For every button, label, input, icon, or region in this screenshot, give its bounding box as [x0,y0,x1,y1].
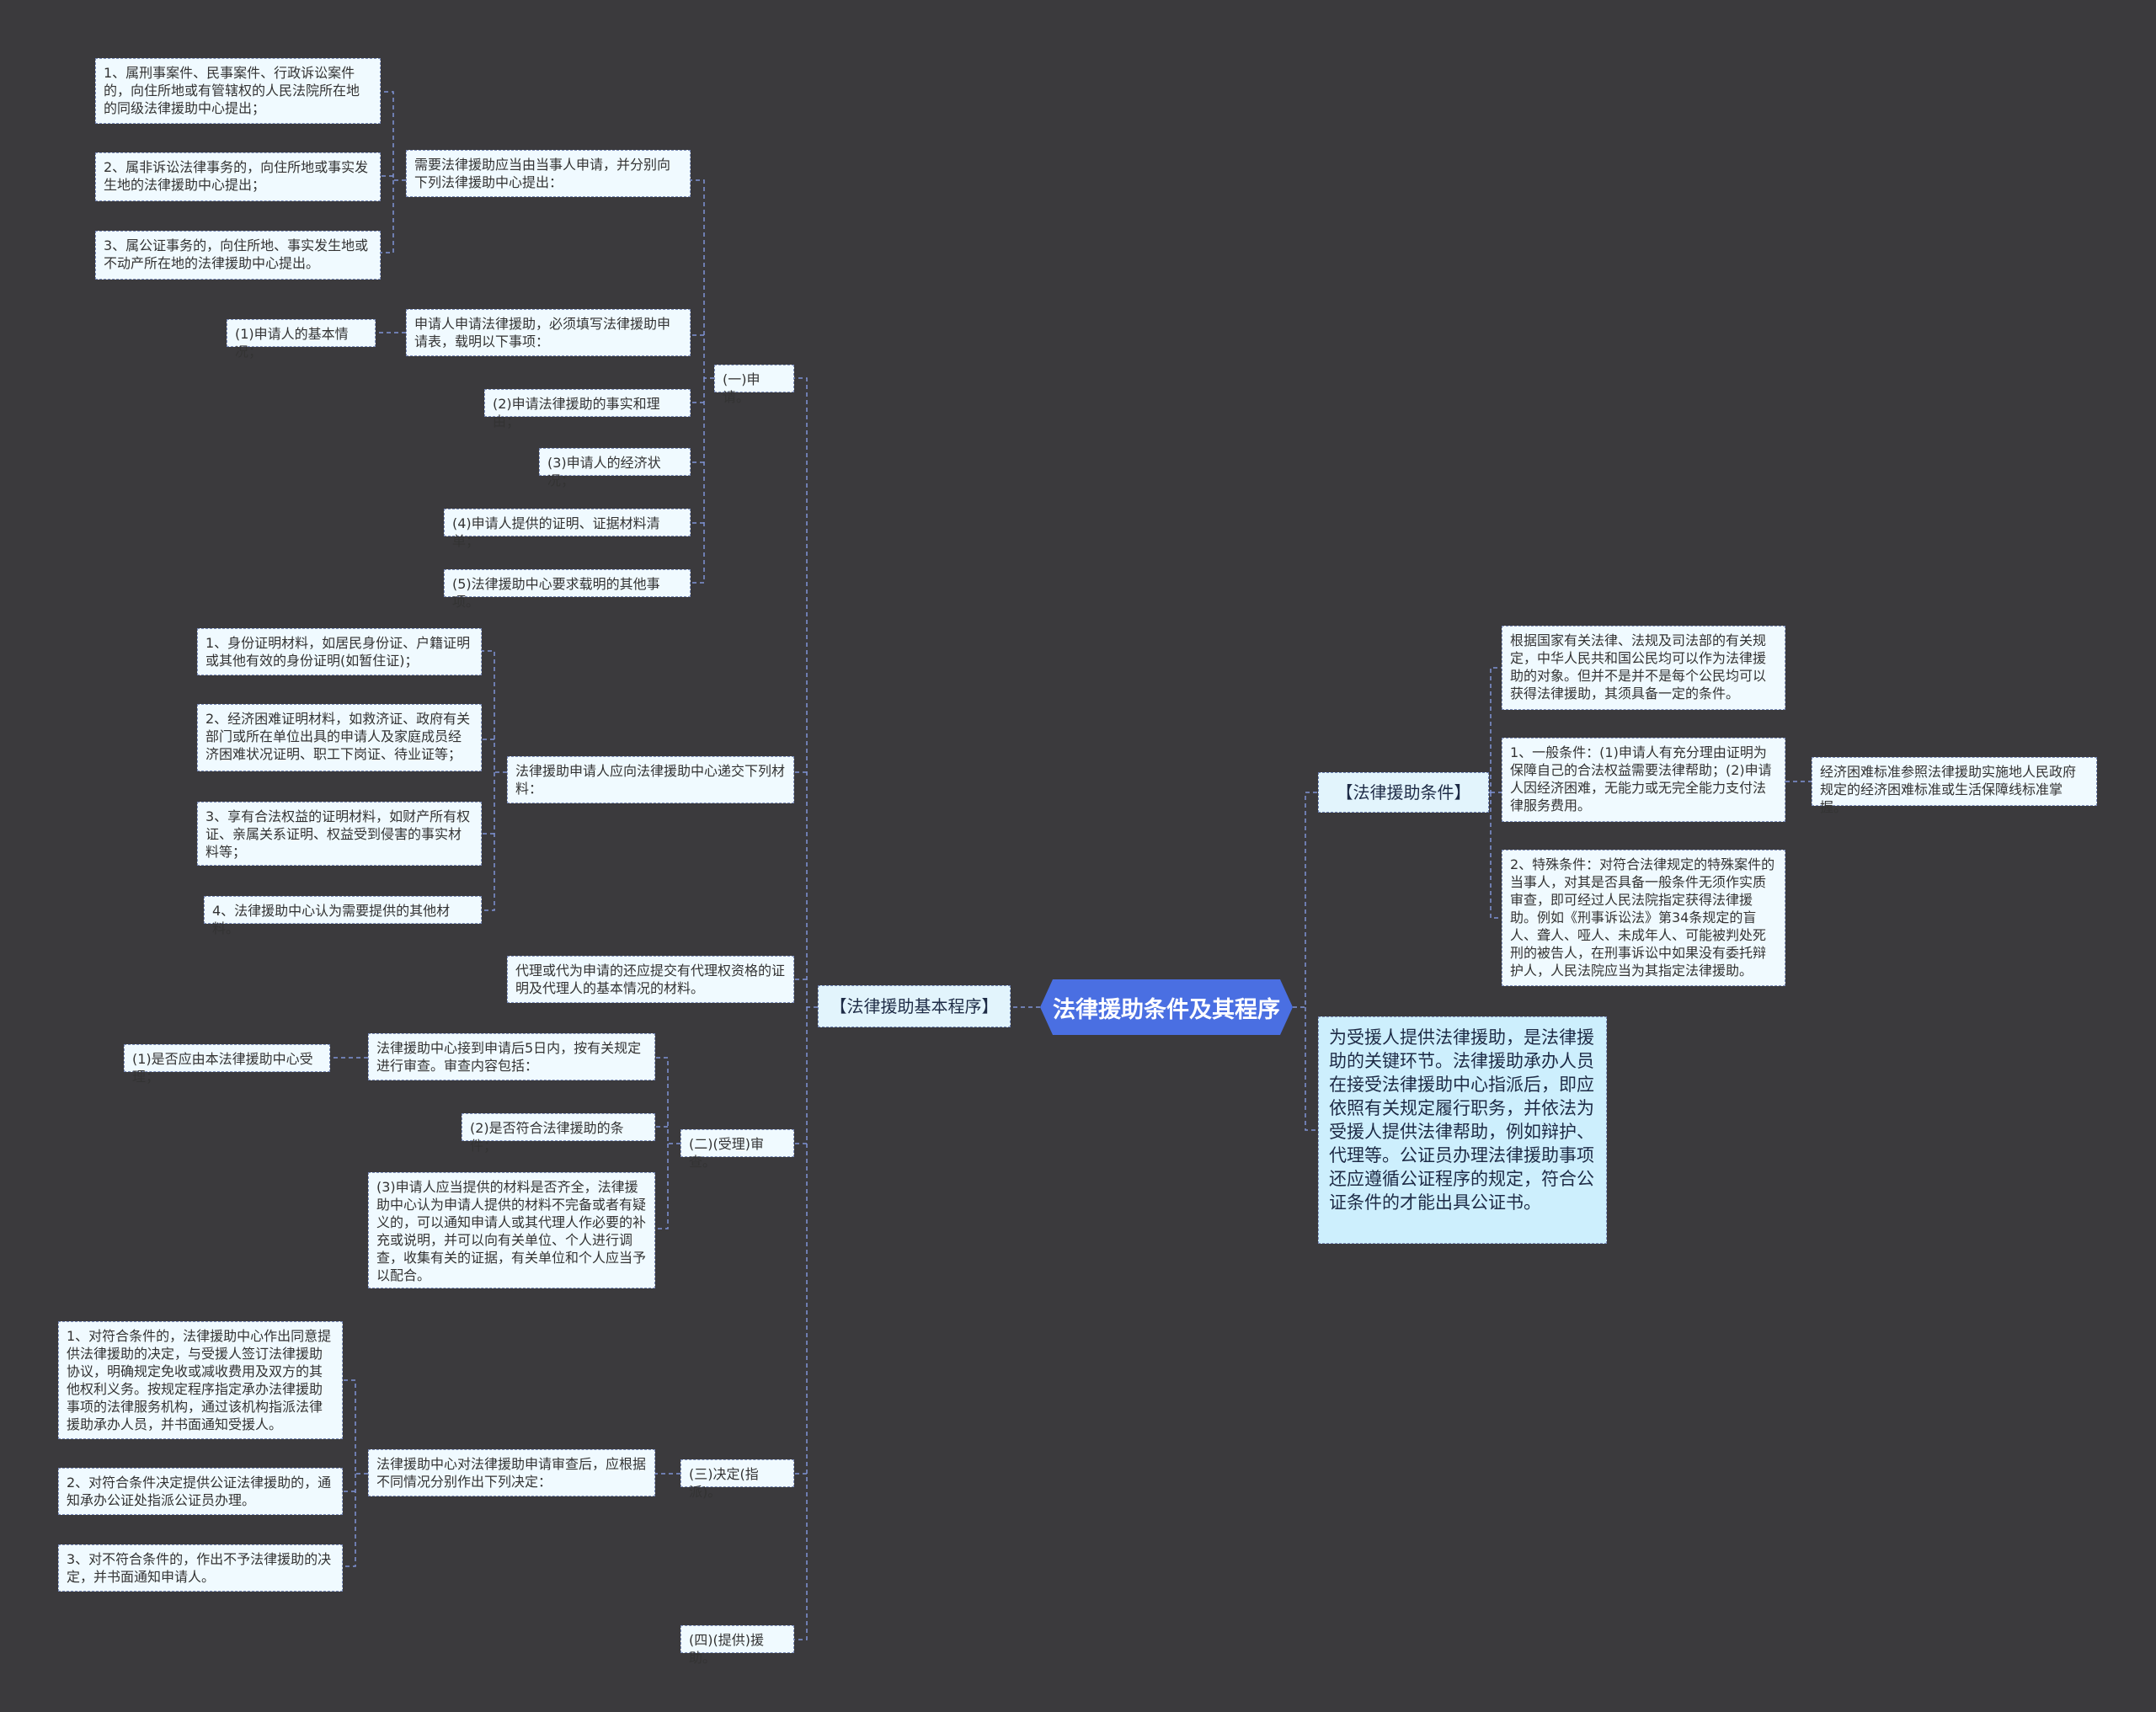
condition-special[interactable]: 2、特殊条件：对符合法律规定的特殊案件的当事人，对其是否具备一般条件无须作实质审… [1502,850,1785,986]
decide-item-3[interactable]: 3、对不符合条件的，作出不予法律援助的决定，并书面通知申请人。 [58,1544,343,1592]
decide-desc[interactable]: 法律援助中心对法律援助申请审查后，应根据不同情况分别作出下列决定： [368,1449,655,1496]
review-item-3[interactable]: (3)申请人应当提供的材料是否齐全，法律援助中心认为申请人提供的材料不完备或者有… [368,1172,655,1288]
apply-where-item-3[interactable]: 3、属公证事务的，向住所地、事实发生地或不动产所在地的法律援助中心提出。 [95,231,381,280]
apply-form-item-2[interactable]: (2)申请法律援助的事实和理由； [484,389,691,429]
review-desc[interactable]: 法律援助中心接到申请后5日内，按有关规定进行审查。审查内容包括： [368,1033,655,1080]
step-provide[interactable]: (四)(提供)援助。 [680,1625,794,1666]
apply-form-item-3[interactable]: (3)申请人的经济状况； [539,448,691,488]
agent-materials[interactable]: 代理或代为申请的还应提交有代理权资格的证明及代理人的基本情况的材料。 [507,956,794,1003]
root-topic[interactable]: 法律援助条件及其程序 [1040,979,1293,1035]
step-apply[interactable]: (一)申请。 [714,365,794,405]
materials-item-2[interactable]: 2、经济困难证明材料，如救济证、政府有关部门或所在单位出具的申请人及家庭成员经济… [197,704,482,771]
materials-item-1[interactable]: 1、身份证明材料，如居民身份证、户籍证明或其他有效的身份证明(如暂住证)； [197,628,482,675]
apply-form[interactable]: 申请人申请法律援助，必须填写法律援助申请表，载明以下事项： [406,309,691,356]
condition-general-note[interactable]: 经济困难标准参照法律援助实施地人民政府规定的经济困难标准或生活保障线标准掌握。 [1812,757,2097,815]
condition-basis[interactable]: 根据国家有关法律、法规及司法部的有关规定，中华人民共和国公民均可以作为法律援助的… [1502,626,1785,710]
decide-item-1[interactable]: 1、对符合条件的，法律援助中心作出同意提供法律援助的决定，与受援人签订法律援助协… [58,1321,343,1439]
materials-item-3[interactable]: 3、享有合法权益的证明材料，如财产所有权证、亲属关系证明、权益受到侵害的事实材料… [197,802,482,866]
branch-procedure[interactable]: 【法律援助基本程序】 [818,985,1011,1027]
review-item-1[interactable]: (1)是否应由本法律援助中心受理； [124,1044,330,1085]
apply-form-item-1[interactable]: (1)申请人的基本情况； [227,319,376,360]
step-review[interactable]: (二)(受理)审查。 [680,1129,794,1170]
apply-form-item-5[interactable]: (5)法律援助中心要求载明的其他事项。 [444,569,691,610]
intro-text[interactable]: 为受援人提供法律援助，是法律援助的关键环节。法律援助承办人员在接受法律援助中心指… [1318,1016,1607,1244]
apply-form-item-4[interactable]: (4)申请人提供的证明、证据材料清单； [444,509,691,549]
review-item-2[interactable]: (2)是否符合法律援助的条件； [462,1113,655,1154]
apply-where-item-2[interactable]: 2、属非诉讼法律事务的，向住所地或事实发生地的法律援助中心提出； [95,152,381,201]
condition-general[interactable]: 1、一般条件：(1)申请人有充分理由证明为保障自己的合法权益需要法律帮助；(2)… [1502,738,1785,822]
apply-where-item-1[interactable]: 1、属刑事案件、民事案件、行政诉讼案件的，向住所地或有管辖权的人民法院所在地的同… [95,58,381,124]
materials-item-4[interactable]: 4、法律援助中心认为需要提供的其他材料。 [204,896,482,936]
apply-where[interactable]: 需要法律援助应当由当事人申请，并分别向下列法律援助中心提出： [406,150,691,197]
step-decide[interactable]: (三)决定(指派)。 [680,1459,794,1500]
materials[interactable]: 法律援助申请人应向法律援助中心递交下列材料： [507,756,794,803]
decide-item-2[interactable]: 2、对符合条件决定提供公证法律援助的，通知承办公证处指派公证员办理。 [58,1468,343,1515]
branch-conditions[interactable]: 【法律援助条件】 [1318,772,1489,813]
